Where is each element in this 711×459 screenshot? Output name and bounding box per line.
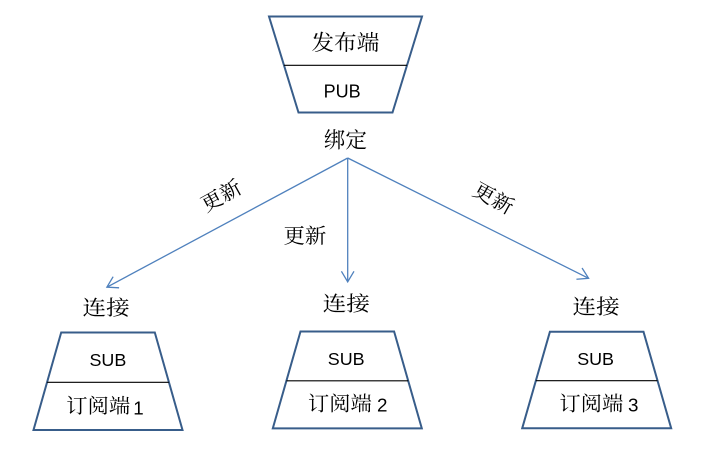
svg-text:2: 2 <box>377 394 387 415</box>
svg-text:PUB: PUB <box>324 82 361 102</box>
svg-text:SUB: SUB <box>90 350 127 370</box>
svg-text:1: 1 <box>133 397 143 418</box>
svg-text:SUB: SUB <box>328 349 365 369</box>
svg-text:3: 3 <box>628 394 638 415</box>
svg-text:SUB: SUB <box>577 349 614 369</box>
